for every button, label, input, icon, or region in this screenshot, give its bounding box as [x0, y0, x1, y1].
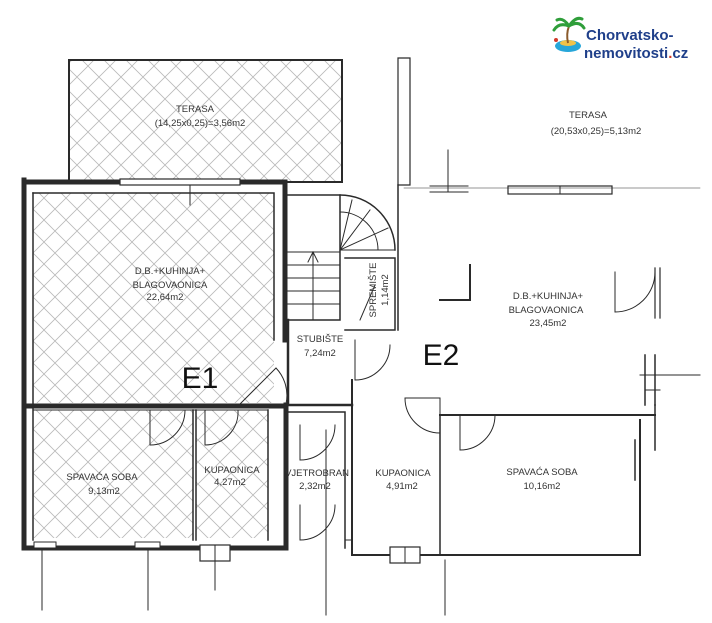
logo-line2-name: nemovitosti — [584, 45, 668, 62]
unit-e1-label: E1 — [182, 362, 219, 395]
terrace-e1-name: TERASA — [176, 104, 215, 115]
svg-text:nemovitosti.cz: nemovitosti.cz — [584, 45, 688, 62]
living-e2-area: 23,45m2 — [530, 318, 567, 329]
bathroom-e1-name: KUPAONICA — [204, 465, 260, 476]
living-e2-name1: D.B.+KUHINJA+ — [513, 291, 584, 302]
bathroom-e2-area: 4,91m2 — [386, 481, 418, 492]
bedroom-e1-area: 9,13m2 — [88, 486, 120, 497]
palm-island-icon — [552, 16, 586, 52]
logo-line2-dot: . — [668, 45, 672, 62]
living-e1-area: 22,64m2 — [147, 292, 184, 303]
living-e2-name2: BLAGOVAONICA — [509, 305, 584, 316]
bedroom-e1-name: SPAVAĆA SOBA — [66, 472, 138, 483]
living-e1-name1: D.B.+KUHINJA+ — [135, 266, 206, 277]
logo-line2-tld: cz — [672, 45, 688, 62]
bedroom-e2-name: SPAVAĆA SOBA — [506, 467, 578, 478]
storage-name: SPREMIŠTE — [368, 263, 379, 318]
living-e1-floor — [33, 193, 274, 403]
terrace-e1-floor — [69, 60, 342, 182]
living-e1-name2: BLAGOVAONICA — [133, 280, 208, 291]
terrace-e2-name: TERASA — [569, 110, 608, 121]
logo-line1: Chorvatsko- — [586, 27, 674, 44]
storage-area: 1,14m2 — [380, 274, 391, 306]
bathroom-e1-area: 4,27m2 — [214, 477, 246, 488]
terrace-e1-area: (14,25x0,25)=3,56m2 — [155, 118, 246, 129]
windbreak-name: VJETROBRAN — [285, 468, 349, 479]
brand-logo: Chorvatsko- nemovitosti.cz — [552, 16, 688, 62]
bedroom-e2-area: 10,16m2 — [524, 481, 561, 492]
stair-block — [287, 194, 341, 321]
bathroom-e2-name: KUPAONICA — [375, 468, 431, 479]
terrace-e2-area: (20,53x0,25)=5,13m2 — [551, 126, 642, 137]
bedroom-e1-floor — [33, 410, 193, 538]
window-e1-top — [119, 178, 241, 186]
stairwell-area: 7,24m2 — [304, 348, 336, 359]
unit-e2-label: E2 — [423, 339, 460, 372]
stairwell-name: STUBIŠTE — [297, 334, 343, 345]
windbreak-area: 2,32m2 — [299, 481, 331, 492]
